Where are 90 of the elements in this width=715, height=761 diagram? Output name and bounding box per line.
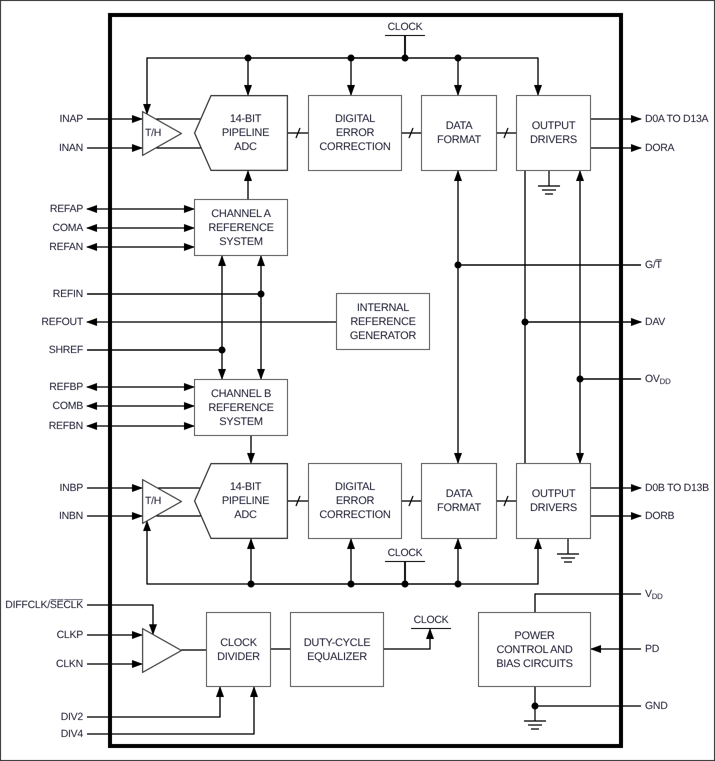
function-block [478,612,591,687]
connector-arrow [591,144,642,152]
pin-label: DORA [645,142,674,154]
connector-arrow [87,293,265,380]
pin-label: INAP [60,114,83,124]
function-block [421,463,497,539]
signal-label: CLOCK [411,613,451,629]
function-block [336,293,430,350]
connector-arrow [591,484,642,492]
block-label: OUTPUT DRIVERS [529,119,578,147]
amplifier-label: T/H [145,128,162,139]
connector-arrow [87,631,143,639]
function-block [308,463,402,539]
block-label: DIGITAL ERROR CORRECTION [318,112,392,154]
connector-arrow [590,645,641,653]
connector-arrow [87,660,143,668]
connector-arrow [404,36,542,96]
connector-arrow [87,144,143,152]
connector-arrow [86,205,195,213]
pin-label: INBP [60,482,83,494]
pin-label: COMB [52,400,83,412]
block-label: CHANNEL B REFERENCE SYSTEM [207,386,275,428]
connector-arrow [524,318,642,463]
block-label: CLOCK DIVIDER [216,636,261,664]
connector-arrow [454,264,641,464]
signal-label: CLOCK [385,546,425,562]
connector-arrow [86,383,195,391]
pin-label: INBN [58,510,83,522]
pin-label: REFIN [52,288,83,300]
pin-label: DORB [645,510,674,522]
connector-arrow [87,604,157,636]
pin-label: REFAP [50,204,83,214]
function-block [194,199,288,256]
connector-arrow [576,378,641,464]
pin-label: REFBP [49,382,83,392]
connector-arrow [86,224,195,232]
connector-arrow [87,512,143,520]
connector-arrow [87,115,143,123]
pin-label: GND [645,700,668,712]
pin-label: DIV4 [60,728,83,740]
pin-label: SHREF [48,344,83,356]
connector-arrow [87,349,226,380]
block-label: 14-BIT PIPELINE ADC [220,480,270,522]
amplifier-label: T/H [145,496,162,507]
block-label: DUTY-CYCLE EQUALIZER [302,636,372,664]
block-label: DATA FORMAT [436,119,482,147]
connector-arrow [86,243,195,251]
pin-label: CLKP [56,630,83,640]
connector-arrow [87,484,143,492]
connector-arrow [86,422,195,430]
connector-arrow [244,170,252,199]
block-label: CHANNEL A REFERENCE SYSTEM [207,206,275,248]
function-block [206,612,271,687]
signal-label: CLOCK [385,20,425,36]
block-label: POWER CONTROL AND BIAS CIRCUITS [495,628,574,670]
function-block [421,95,497,171]
connector-arrow [87,686,224,718]
pin-label: COMA [52,222,83,234]
pin-label: REFAN [49,242,83,252]
block-label: OUTPUT DRIVERS [529,487,578,515]
block-label: DIGITAL ERROR CORRECTION [318,480,392,522]
pin-label: D0A TO D13A [645,114,708,124]
function-block [290,612,384,687]
block-label: INTERNAL REFERENCE GENERATOR [348,300,418,342]
pin-label: DIV2 [60,712,83,722]
pin-label: D0B TO D13B [645,482,709,494]
pin-label: PD [645,644,660,654]
function-block [516,95,591,171]
function-block [308,95,402,171]
pin-label: DAV [645,316,666,328]
pin-label: V$_{DD}$ [645,588,663,600]
block-label: DATA FORMAT [436,487,482,515]
block-label: 14-BIT PIPELINE ADC [220,112,270,154]
function-block [516,463,591,539]
connector-arrow [86,402,195,410]
connector-arrow [591,115,642,123]
connector-arrow [591,512,642,520]
pin-label: G/T̅ [645,260,662,270]
connector-arrow [384,628,434,650]
pin-label: CLKN [56,658,83,670]
connector-arrow [247,436,255,464]
pin-label: REFBN [48,420,83,432]
connector-arrow [404,538,542,585]
pin-label: DIFFCLK/S̅E̅C̅L̅K̅ [5,600,83,610]
pin-label: REFOUT [41,316,83,328]
connector-arrow [87,686,258,735]
connector-arrow [86,318,336,326]
pin-label: OV$_{DD}$ [645,374,670,384]
pin-label: INAN [58,142,83,154]
function-block [194,379,288,436]
